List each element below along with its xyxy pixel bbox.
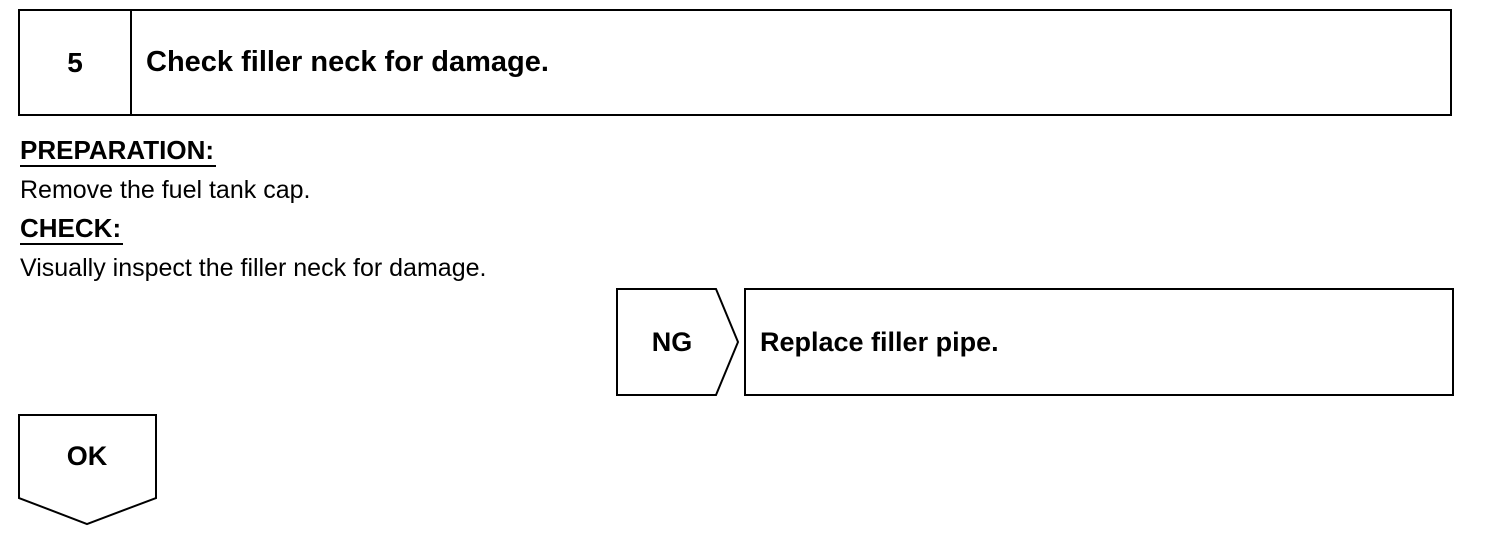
preparation-text: Remove the fuel tank cap. bbox=[20, 176, 311, 204]
check-text: Visually inspect the filler neck for dam… bbox=[20, 254, 487, 282]
step-title: Check filler neck for damage. bbox=[146, 46, 549, 78]
ng-label: NG bbox=[651, 326, 693, 357]
step-header-box: 5 Check filler neck for damage. bbox=[18, 9, 1452, 116]
preparation-heading: PREPARATION: bbox=[20, 135, 217, 167]
ng-action-box: Replace filler pipe. bbox=[744, 288, 1454, 396]
ng-action-text: Replace filler pipe. bbox=[760, 326, 999, 357]
ok-arrow-shape bbox=[18, 414, 157, 526]
check-heading: CHECK: bbox=[20, 213, 124, 245]
ng-arrow-shape bbox=[616, 288, 740, 396]
ok-label: OK bbox=[66, 440, 108, 471]
step-number: 5 bbox=[20, 11, 132, 114]
